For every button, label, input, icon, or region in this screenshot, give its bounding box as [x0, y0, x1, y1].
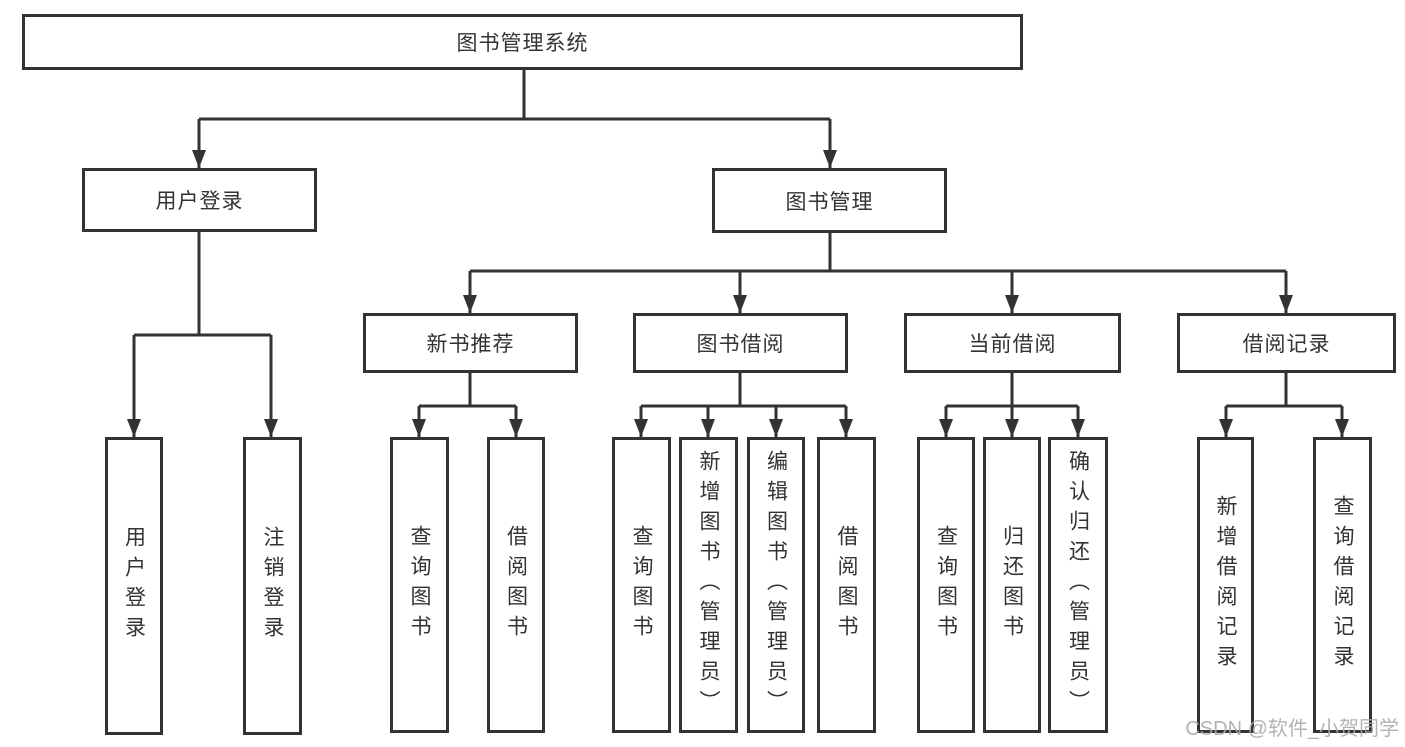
- leaf-query-books-borrow-label: 查询图书: [630, 525, 653, 645]
- leaf-logout: 注销登录: [243, 437, 302, 735]
- leaf-return-book: 归还图书: [983, 437, 1041, 733]
- leaf-edit-book-admin: 编辑图书（管理员）: [747, 437, 805, 733]
- leaf-query-books-recommend-label: 查询图书: [408, 525, 431, 645]
- leaf-query-books-borrow: 查询图书: [612, 437, 671, 733]
- leaf-add-borrow-record-label: 新增借阅记录: [1214, 495, 1237, 675]
- watermark: CSDN @软件_小贺同学: [1185, 718, 1399, 740]
- node-book-management: 图书管理: [712, 168, 947, 233]
- leaf-query-borrow-record-label: 查询借阅记录: [1331, 495, 1354, 675]
- leaf-return-book-label: 归还图书: [1000, 525, 1024, 645]
- node-new-book-recommendation: 新书推荐: [363, 313, 578, 373]
- leaf-borrow-books: 借阅图书: [817, 437, 876, 733]
- leaf-query-borrow-record: 查询借阅记录: [1313, 437, 1372, 733]
- leaf-user-login-label: 用户登录: [122, 526, 146, 646]
- leaf-query-books-current: 查询图书: [917, 437, 975, 733]
- leaf-add-book-admin: 新增图书（管理员）: [679, 437, 738, 733]
- leaf-borrow-books-label: 借阅图书: [835, 525, 858, 645]
- leaf-user-login: 用户登录: [105, 437, 163, 735]
- leaf-borrow-books-recommend-label: 借阅图书: [504, 525, 528, 645]
- leaf-add-book-admin-label: 新增图书（管理员）: [697, 450, 720, 720]
- leaf-edit-book-admin-label: 编辑图书（管理员）: [764, 450, 788, 720]
- arrowheads: [127, 150, 1349, 437]
- leaf-add-borrow-record: 新增借阅记录: [1197, 437, 1254, 733]
- node-current-borrowing: 当前借阅: [904, 313, 1121, 373]
- node-user-login: 用户登录: [82, 168, 317, 232]
- leaf-query-books-recommend: 查询图书: [390, 437, 449, 733]
- leaf-logout-label: 注销登录: [261, 526, 284, 646]
- node-borrowing-records: 借阅记录: [1177, 313, 1396, 373]
- node-book-borrowing: 图书借阅: [633, 313, 848, 373]
- node-library-system: 图书管理系统: [22, 14, 1023, 70]
- leaf-confirm-return-admin-label: 确认归还（管理员）: [1066, 450, 1090, 720]
- leaf-borrow-books-recommend: 借阅图书: [487, 437, 545, 733]
- leaf-query-books-current-label: 查询图书: [934, 525, 958, 645]
- leaf-confirm-return-admin: 确认归还（管理员）: [1048, 437, 1108, 733]
